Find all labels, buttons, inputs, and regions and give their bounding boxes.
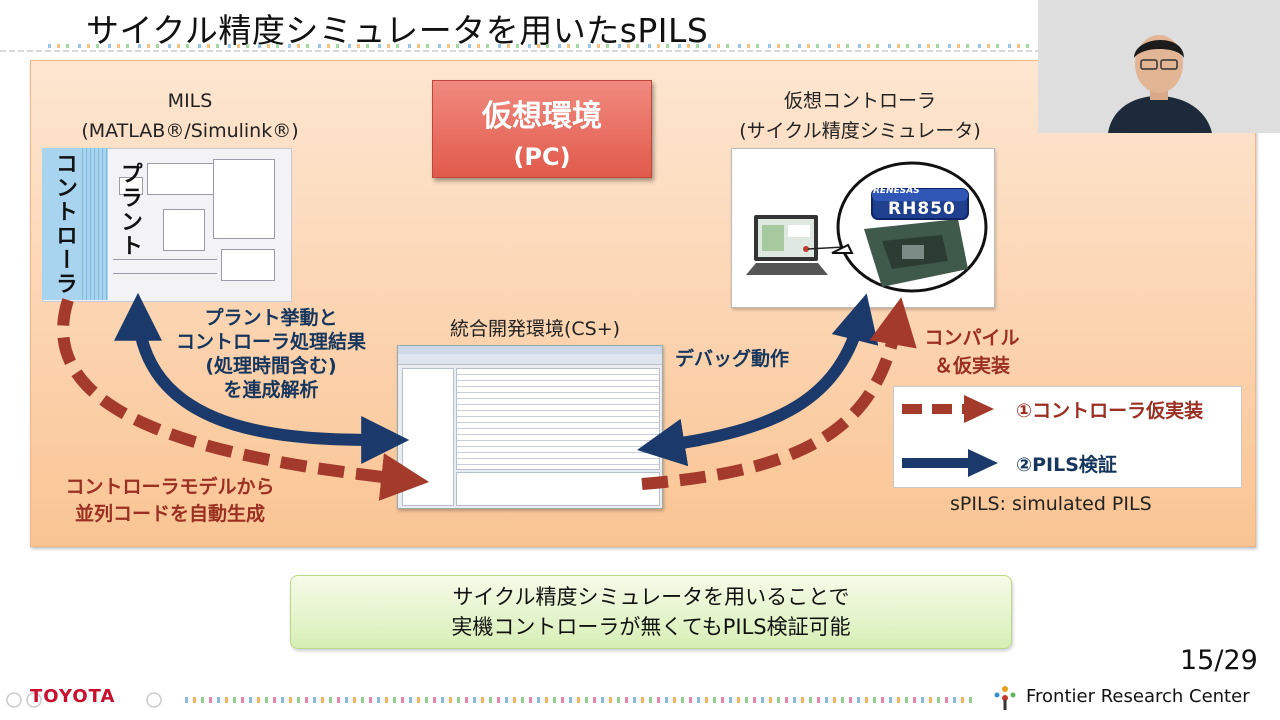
spils-definition: sPILS: simulated PILS	[950, 493, 1152, 515]
chip-name: RH850	[888, 199, 956, 219]
simulink-block	[213, 159, 275, 239]
virtual-controller-label: 仮想コントローラ (サイクル精度シミュレータ)	[720, 86, 1000, 146]
virtual-controller-label-line1: 仮想コントローラ	[783, 90, 936, 112]
compile-caption: コンパイル ＆仮実装	[916, 324, 1028, 380]
toyota-logo: TOYOTA	[30, 686, 116, 707]
red-dashed-arrow-compile	[641, 297, 917, 490]
virtual-environment-title: 仮想環境	[482, 99, 602, 134]
coupled-analysis-caption: プラント挙動と コントローラ処理結果 (処理時間含む) を連成解析	[140, 306, 402, 402]
ide-editor	[456, 368, 660, 470]
caption-line: コントローラモデルから	[65, 476, 275, 498]
frc-logo-icon	[994, 686, 1016, 710]
chip-brand: RENESAS	[873, 186, 920, 196]
laptop-board-illustration	[746, 161, 988, 293]
footer-decoration	[185, 697, 975, 703]
caption-line: コンパイル	[924, 327, 1020, 349]
controller-subsystem	[42, 148, 108, 300]
simulink-block	[221, 249, 275, 281]
legend-arrows	[902, 395, 998, 477]
caption-line: (処理時間含む)	[205, 355, 337, 377]
simulink-wire	[113, 273, 217, 274]
legend-item-implementation: ①コントローラ仮実装	[1016, 400, 1204, 422]
mils-label-line2: (MATLAB®/Simulink®)	[81, 120, 299, 142]
simulink-block	[119, 177, 143, 195]
mils-label: MILS (MATLAB®/Simulink®)	[40, 86, 340, 146]
ide-output-pane	[456, 472, 660, 506]
controller-vertical-label: コントローラ	[52, 152, 77, 296]
red-dashed-arrow-codegen	[57, 298, 430, 501]
caption-line: コントローラ処理結果	[175, 331, 366, 353]
mils-label-line1: MILS	[167, 90, 213, 112]
nav-arrows-icon[interactable]	[4, 690, 174, 710]
caption-line: プラント挙動と	[204, 307, 338, 329]
debug-caption: デバッグ動作	[675, 348, 790, 370]
slide-title: サイクル精度シミュレータを用いたsPILS	[86, 11, 709, 50]
ide-titlebar	[398, 346, 662, 354]
blue-arrow-to-ide	[132, 317, 410, 464]
page-number: 15/29	[1180, 645, 1258, 676]
simulink-wire	[113, 259, 217, 260]
caption-line: ＆仮実装	[933, 355, 1010, 377]
virtual-environment-box: 仮想環境 (PC)	[432, 80, 652, 178]
simulink-block	[163, 209, 205, 251]
legend-box	[893, 386, 1242, 488]
ide-window	[397, 345, 663, 509]
blue-arrow-to-ide-right	[637, 418, 701, 467]
plant-vertical-label: プラント	[117, 162, 142, 258]
presenter-silhouette	[1038, 0, 1280, 133]
caption-line: 並列コードを自動生成	[74, 503, 265, 525]
title-decoration	[48, 44, 1038, 48]
conclusion-line1: サイクル精度シミュレータを用いることで	[452, 585, 850, 609]
virtual-environment-subtitle: (PC)	[513, 143, 571, 171]
slide-nav-controls[interactable]	[4, 690, 174, 710]
virtual-controller-label-line2: (サイクル精度シミュレータ)	[739, 120, 981, 142]
caption-line: を連成解析	[223, 379, 319, 401]
legend-item-pils: ②PILS検証	[1016, 454, 1117, 476]
conclusion-line2: 実機コントローラが無くてもPILS検証可能	[451, 615, 851, 639]
ide-toolbar	[398, 354, 662, 365]
title-divider	[0, 50, 1040, 52]
frontier-research-center-label: Frontier Research Center	[1026, 686, 1250, 707]
codegen-caption: コントローラモデルから 並列コードを自動生成	[40, 474, 300, 528]
ide-label: 統合開発環境(CS+)	[449, 318, 621, 340]
virtual-controller-window	[731, 148, 995, 308]
presenter-webcam	[1038, 0, 1280, 133]
conclusion-box: サイクル精度シミュレータを用いることで 実機コントローラが無くてもPILS検証可…	[290, 575, 1012, 649]
